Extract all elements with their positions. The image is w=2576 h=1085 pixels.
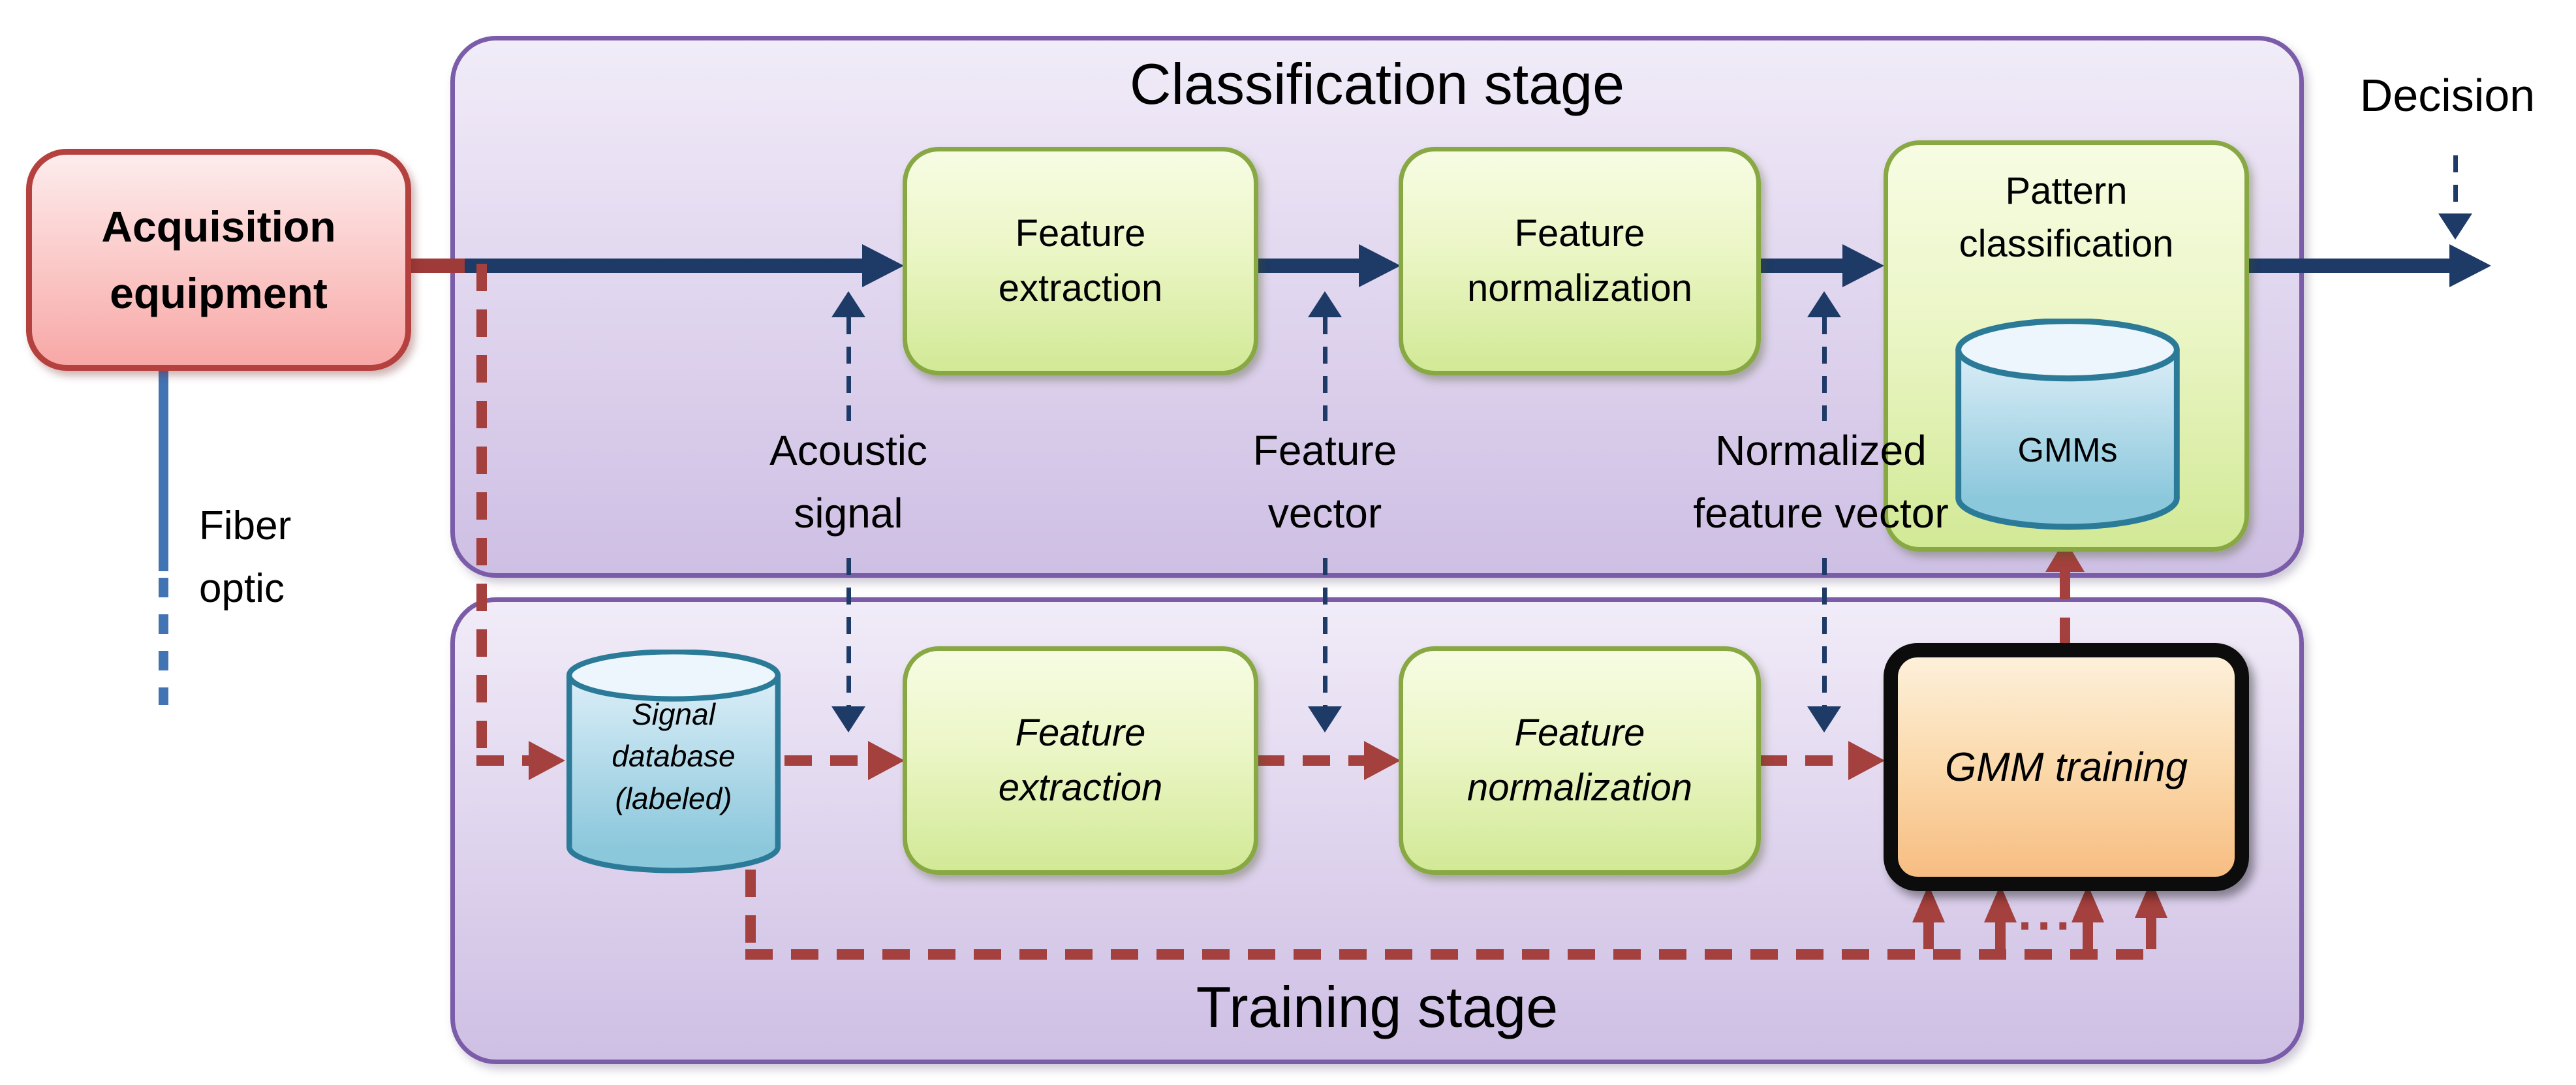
gmm-feed-line-1 <box>1923 922 1934 949</box>
gmm-feed-line-4 <box>2146 915 2156 949</box>
flow-arrow-pc-to-decision-line <box>2248 259 2449 273</box>
db-bottom-vertical-line <box>745 870 756 949</box>
signal-database-label: Signal database (labeled) <box>612 697 736 815</box>
acoustic-signal-up-arrowhead-icon <box>831 291 865 317</box>
decision-arrowhead-icon <box>2438 213 2472 240</box>
feature-vector-down-line <box>1323 558 1327 706</box>
normalized-feature-vector-label: Normalized feature vector <box>1693 427 1949 537</box>
gmm-feed-line-2 <box>1995 922 2006 949</box>
feature-vector-label: Feature vector <box>1252 427 1397 537</box>
fiber-optic-line-dashed <box>159 578 168 705</box>
feature-vector-up-arrowhead-icon <box>1308 291 1342 317</box>
normalized-feature-vector-up-line <box>1822 317 1827 421</box>
feature-extraction-training-box: Feature extraction <box>903 646 1258 875</box>
acoustic-signal-down-line <box>846 558 851 706</box>
fn-to-gmm-training-line <box>1760 755 1848 766</box>
training-stage-title: Training stage <box>1196 975 1559 1039</box>
feature-normalization-box: Feature normalization <box>1399 147 1761 375</box>
gmms-database-icon <box>1955 319 2180 530</box>
fe-to-fn-training-arrowhead-icon <box>1364 741 1401 780</box>
feature-vector-up-line <box>1323 317 1327 421</box>
acquisition-output-connector <box>410 259 473 273</box>
feature-extraction-box: Feature extraction <box>903 147 1258 375</box>
decision-label: Decision <box>2359 70 2536 121</box>
acoustic-signal-label: Acoustic signal <box>769 427 927 537</box>
training-bottom-line <box>745 949 2159 960</box>
normalized-feature-vector-down-line <box>1822 558 1827 706</box>
classification-stage-title: Classification stage <box>1129 52 1625 116</box>
flow-arrow-fe-to-fn-head <box>1359 244 1401 287</box>
fiber-optic-label: Fiber optic <box>199 503 292 612</box>
flow-arrow-pc-to-decision-head <box>2449 244 2491 287</box>
gmm-training-box: GMM training <box>1884 643 2249 891</box>
acoustic-signal-up-line <box>846 317 851 421</box>
gmms-label: GMMs <box>2017 432 2118 469</box>
flow-arrow-fn-to-pc-line <box>1760 259 1842 273</box>
fn-to-gmm-training-arrowhead-icon <box>1848 741 1885 780</box>
db-to-fe-arrowhead-icon <box>868 741 905 780</box>
flow-arrow-acquisition-to-fe-line <box>465 259 862 273</box>
training-branch-horizontal-line <box>476 755 530 766</box>
decision-dashed-arrow-line <box>2453 155 2458 213</box>
fe-to-fn-training-line <box>1257 755 1364 766</box>
signal-database-icon <box>566 650 781 873</box>
pattern-classification-label: Pattern classification <box>1959 170 2174 266</box>
flow-arrow-fn-to-pc-head <box>1842 244 1884 287</box>
fiber-optic-line-solid <box>159 371 168 571</box>
training-branch-arrowhead-icon <box>529 741 565 780</box>
feature-vector-down-arrowhead-icon <box>1308 706 1342 732</box>
acquisition-equipment-box: Acquisition equipment <box>26 149 411 371</box>
flow-arrow-fe-to-fn-line <box>1257 259 1359 273</box>
flow-arrow-acquisition-to-fe-head <box>862 244 904 287</box>
acoustic-signal-down-arrowhead-icon <box>831 706 865 732</box>
db-to-fe-line <box>784 755 868 766</box>
gmm-models-line <box>2060 572 2070 643</box>
normalized-feature-vector-up-arrowhead-icon <box>1807 291 1841 317</box>
training-branch-vertical-line <box>476 264 487 755</box>
normalized-feature-vector-down-arrowhead-icon <box>1807 706 1841 732</box>
gmm-feed-ellipsis: ... <box>2018 885 2075 941</box>
gmm-feed-line-3 <box>2083 922 2093 949</box>
feature-normalization-training-box: Feature normalization <box>1399 646 1761 875</box>
